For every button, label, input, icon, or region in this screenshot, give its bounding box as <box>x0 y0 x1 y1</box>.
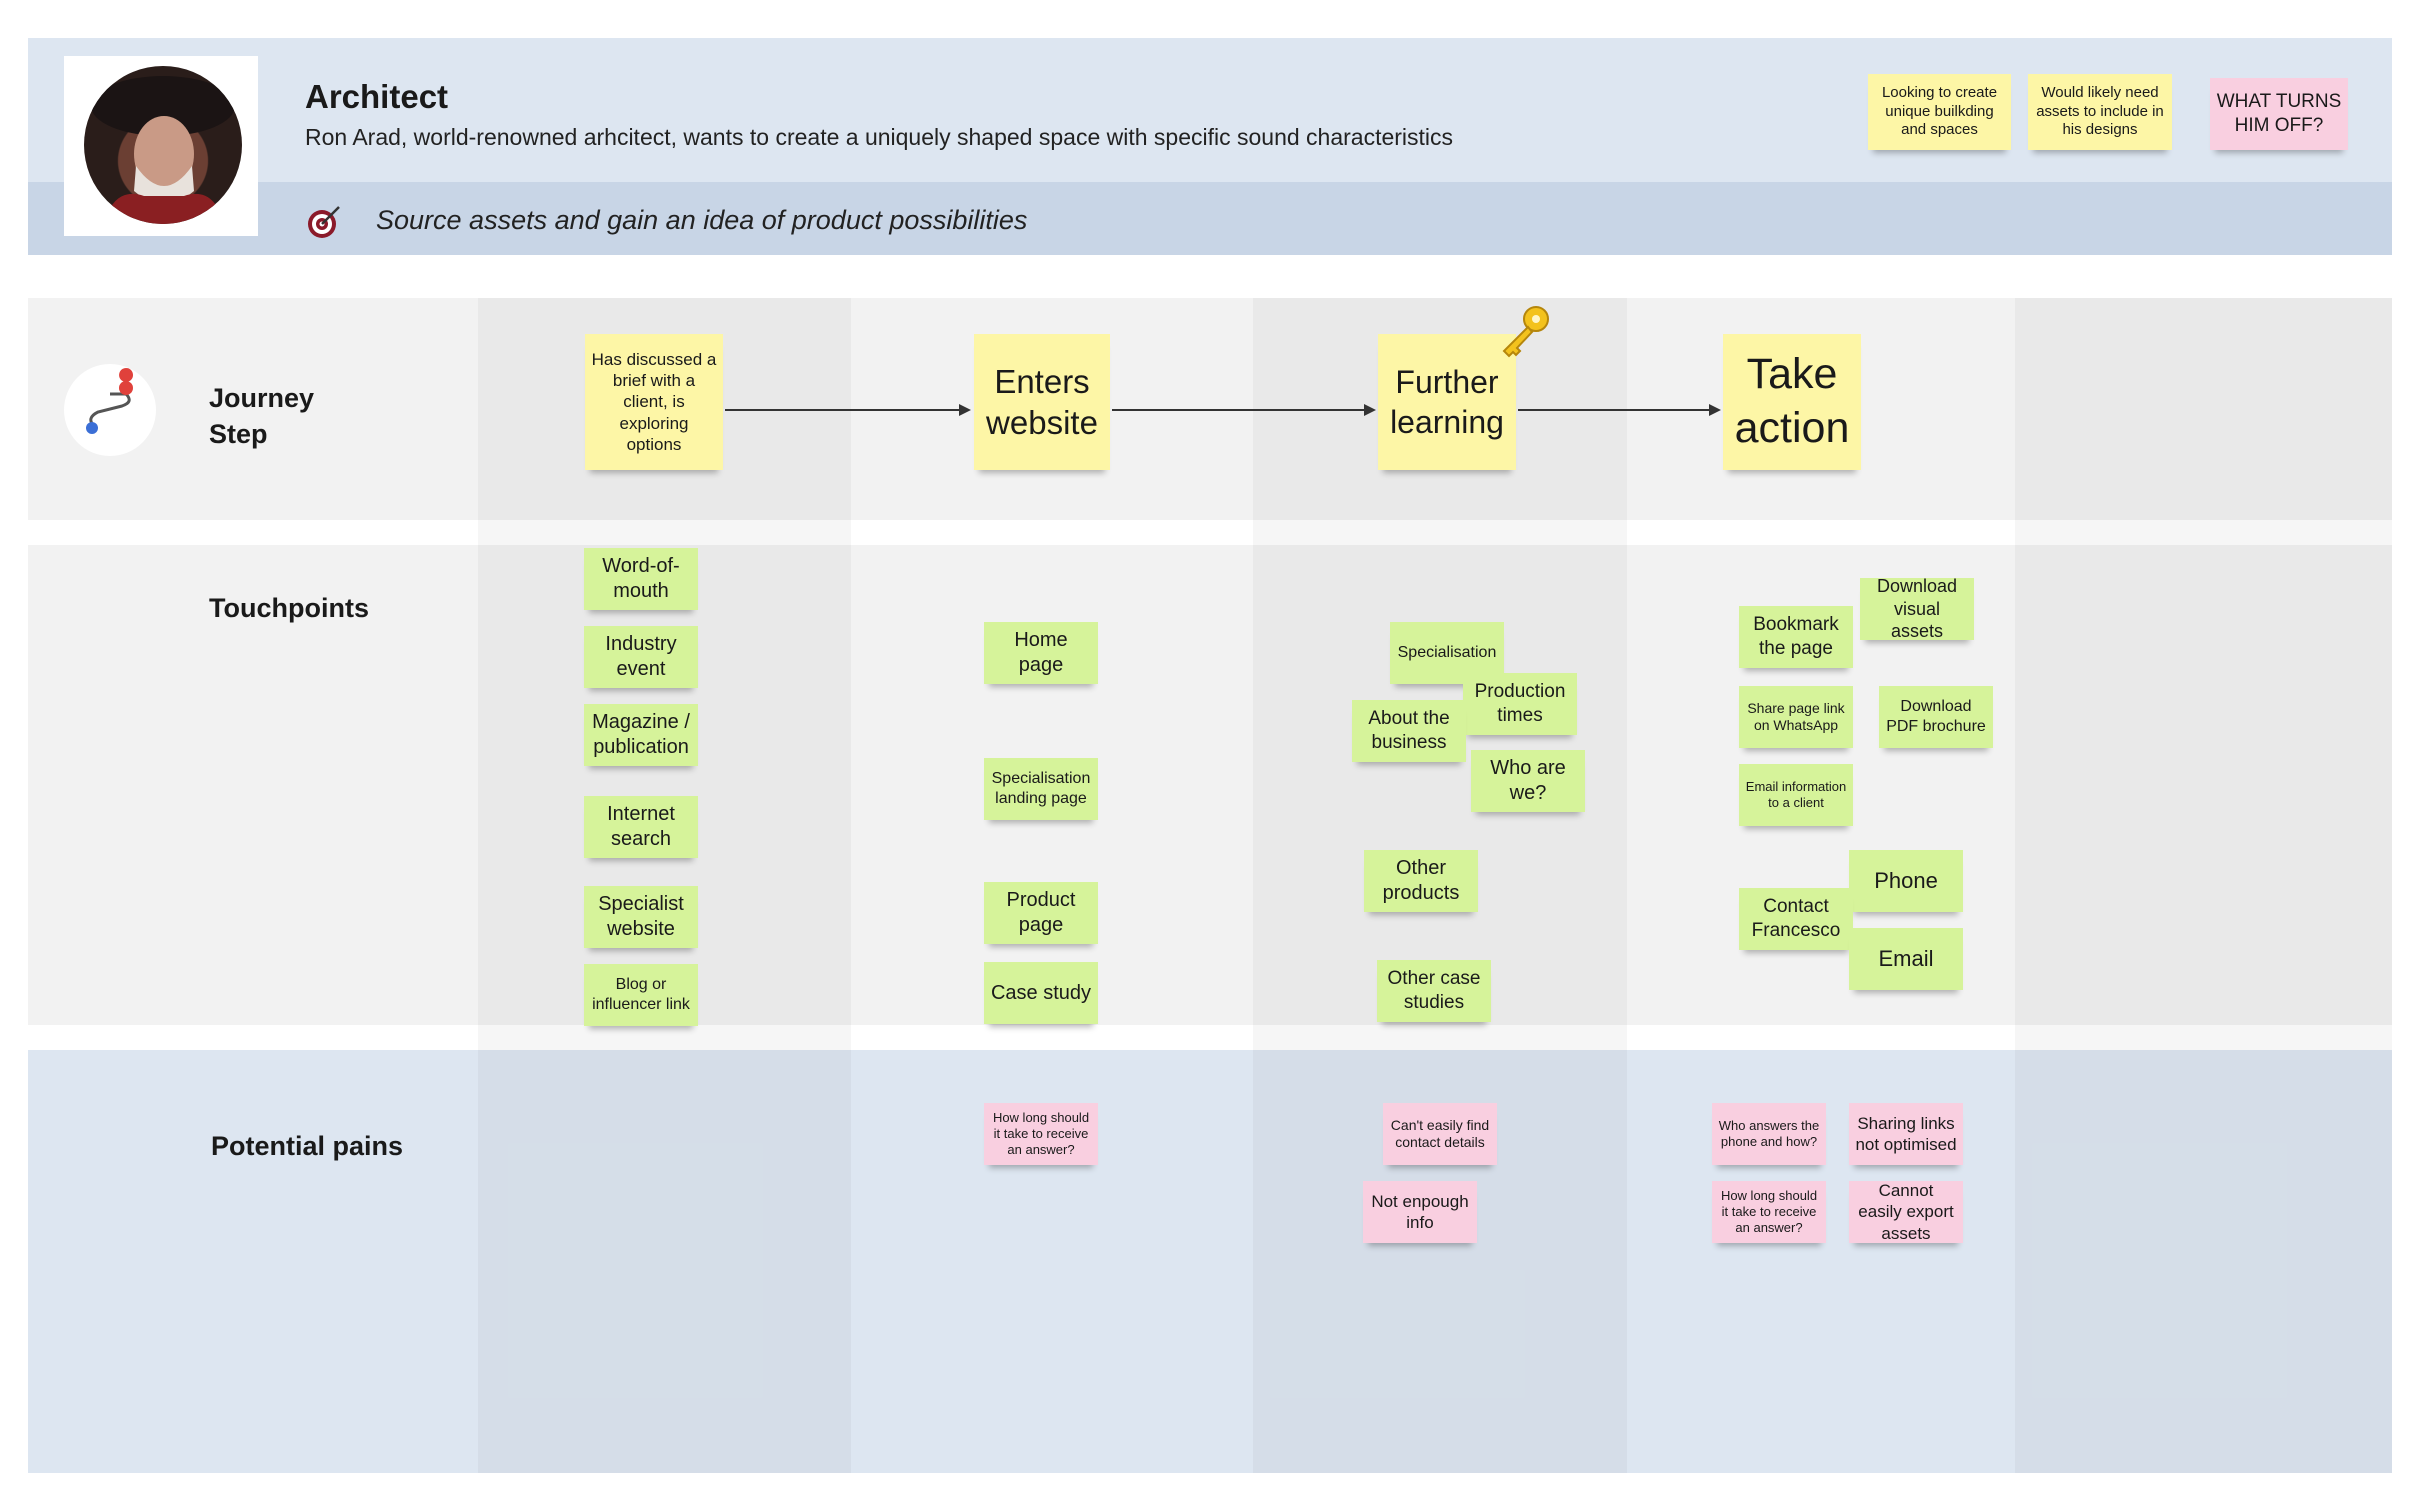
journey-step[interactable]: Take action <box>1723 334 1861 470</box>
touchpoint-note[interactable]: Download visual assets <box>1860 576 1974 641</box>
touchpoint-note[interactable]: Specialist website <box>584 886 698 948</box>
row-label-pains: Potential pains <box>211 1131 404 1161</box>
touchpoint-note[interactable]: About the business <box>1352 700 1466 762</box>
touchpoint-note[interactable]: Production times <box>1463 673 1577 735</box>
target-icon <box>306 204 342 240</box>
pains-row <box>28 1050 2392 1473</box>
pain-note[interactable]: Sharing links not optimised <box>1849 1103 1963 1165</box>
row-label-touchpoints: Touchpoints <box>209 593 369 623</box>
row-label-journey: Journey Step <box>209 383 315 449</box>
pain-note[interactable]: Cannot easily export assets <box>1849 1181 1963 1243</box>
touchpoint-note[interactable]: Specialisation landing page <box>984 758 1098 820</box>
motivation-note[interactable]: Would likely need assets to include in h… <box>2028 74 2172 150</box>
journey-icon-wrap <box>64 364 156 456</box>
motivation-note[interactable]: Looking to create unique builkding and s… <box>1868 74 2011 150</box>
journey-step[interactable]: Further learning <box>1378 334 1516 470</box>
persona-goal: Source assets and gain an idea of produc… <box>376 205 1028 235</box>
persona-name: Architect <box>305 78 449 115</box>
touchpoint-note[interactable]: Word-of-mouth <box>584 548 698 610</box>
touchpoint-note[interactable]: Home page <box>984 622 1098 684</box>
touchpoint-note[interactable]: Email <box>1849 928 1963 990</box>
flow-arrow-head <box>1364 404 1376 416</box>
turn-off-note[interactable]: WHAT TURNS HIM OFF? <box>2210 78 2348 150</box>
key-icon <box>1496 302 1554 360</box>
touchpoints-row <box>28 545 2392 1025</box>
touchpoint-note[interactable]: Who are we? <box>1471 750 1585 812</box>
pain-note[interactable]: Who answers the phone and how? <box>1712 1103 1826 1165</box>
flow-arrow-head <box>959 404 971 416</box>
touchpoint-note[interactable]: Phone <box>1849 850 1963 912</box>
touchpoint-note[interactable]: Contact Francesco <box>1739 888 1853 950</box>
persona-description: Ron Arad, world-renowned arhcitect, want… <box>305 124 1454 150</box>
touchpoint-note[interactable]: Other case studies <box>1377 960 1491 1022</box>
column-shade <box>2015 298 2392 1473</box>
touchpoint-note[interactable]: Blog or influencer link <box>584 964 698 1026</box>
journey-step[interactable]: Has discussed a brief with a client, is … <box>585 334 723 470</box>
touchpoint-note[interactable]: Magazine / publication <box>584 704 698 766</box>
touchpoint-note[interactable]: Product page <box>984 882 1098 944</box>
pain-note[interactable]: Can't easily find contact details <box>1383 1103 1497 1165</box>
touchpoint-note[interactable]: Case study <box>984 962 1098 1024</box>
touchpoint-note[interactable]: Download PDF brochure <box>1879 686 1993 748</box>
flow-arrow-head <box>1709 404 1721 416</box>
touchpoint-note[interactable]: Bookmark the page <box>1739 606 1853 668</box>
pain-note[interactable]: Not enpough info <box>1363 1181 1477 1243</box>
flow-arrow <box>1112 409 1366 411</box>
avatar <box>84 66 242 224</box>
journey-step[interactable]: Enters website <box>974 334 1110 470</box>
touchpoint-note[interactable]: Other products <box>1364 850 1478 912</box>
pain-note[interactable]: How long should it take to receive an an… <box>984 1103 1098 1165</box>
route-pin-icon <box>86 368 134 434</box>
touchpoint-note[interactable]: Industry event <box>584 626 698 688</box>
pain-note[interactable]: How long should it take to receive an an… <box>1712 1181 1826 1243</box>
touchpoint-note[interactable]: Internet search <box>584 796 698 858</box>
flow-arrow <box>725 409 961 411</box>
flow-arrow <box>1518 409 1711 411</box>
touchpoint-note[interactable]: Email information to a client <box>1739 764 1853 826</box>
goal-band <box>28 182 2392 255</box>
touchpoint-note[interactable]: Share page link on WhatsApp <box>1739 686 1853 748</box>
